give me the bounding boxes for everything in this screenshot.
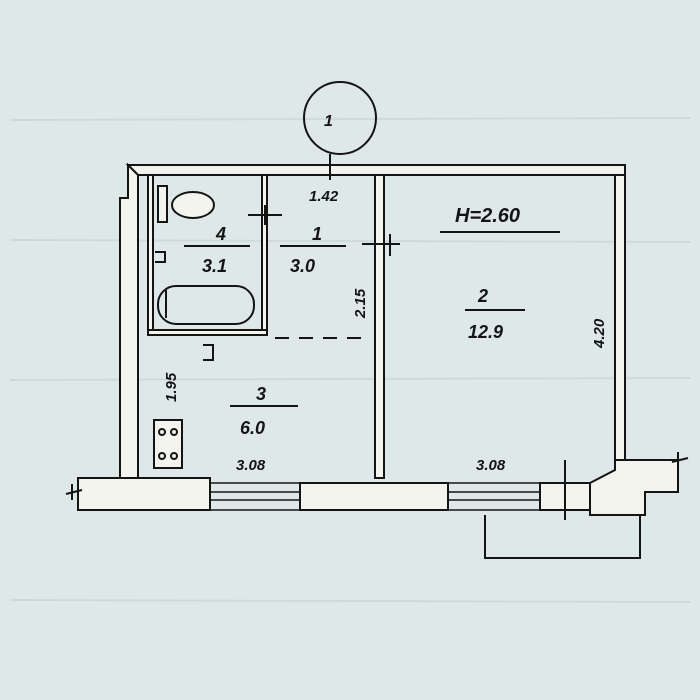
room-4-label: 4 3.1 [184, 224, 250, 276]
top-marker-label: 1 [324, 113, 333, 130]
dim-room-width: 3.08 [476, 457, 506, 474]
room-4-number: 4 [215, 224, 226, 244]
bottom-wall [77, 459, 679, 516]
window-room [447, 482, 541, 511]
room-1-label: 1 3.0 [280, 224, 346, 276]
interior-walls [147, 174, 385, 479]
dim-kitchen-depth: 1.95 [163, 372, 180, 402]
dim-corridor-width: 1.42 [309, 188, 339, 205]
dim-kitchen-width: 3.08 [236, 457, 266, 474]
toilet-icon [157, 185, 215, 223]
balcony-outline [484, 515, 641, 559]
bathtub-icon [157, 285, 255, 325]
room-4-area: 3.1 [202, 256, 227, 276]
stove-icon [153, 419, 183, 469]
room-1-area: 3.0 [290, 256, 315, 276]
dim-corridor-length: 2.15 [352, 288, 369, 319]
room-3-label: 3 6.0 [230, 384, 298, 438]
wall-end-ticks [65, 452, 689, 520]
ceiling-height-label: H=2.60 [455, 205, 520, 227]
room-2-label: 2 12.9 [465, 286, 525, 342]
top-marker-circle [303, 81, 377, 155]
dim-room-depth: 4.20 [591, 318, 608, 349]
room-2-area: 12.9 [468, 322, 503, 342]
door-marks [248, 205, 400, 256]
sink-icon [155, 251, 214, 361]
room-2-number: 2 [477, 286, 488, 306]
window-kitchen [209, 482, 301, 511]
room-3-number: 3 [256, 384, 266, 404]
background-texture [9, 117, 691, 603]
room-1-number: 1 [312, 224, 322, 244]
outer-walls [119, 162, 626, 481]
room-3-area: 6.0 [240, 418, 265, 438]
